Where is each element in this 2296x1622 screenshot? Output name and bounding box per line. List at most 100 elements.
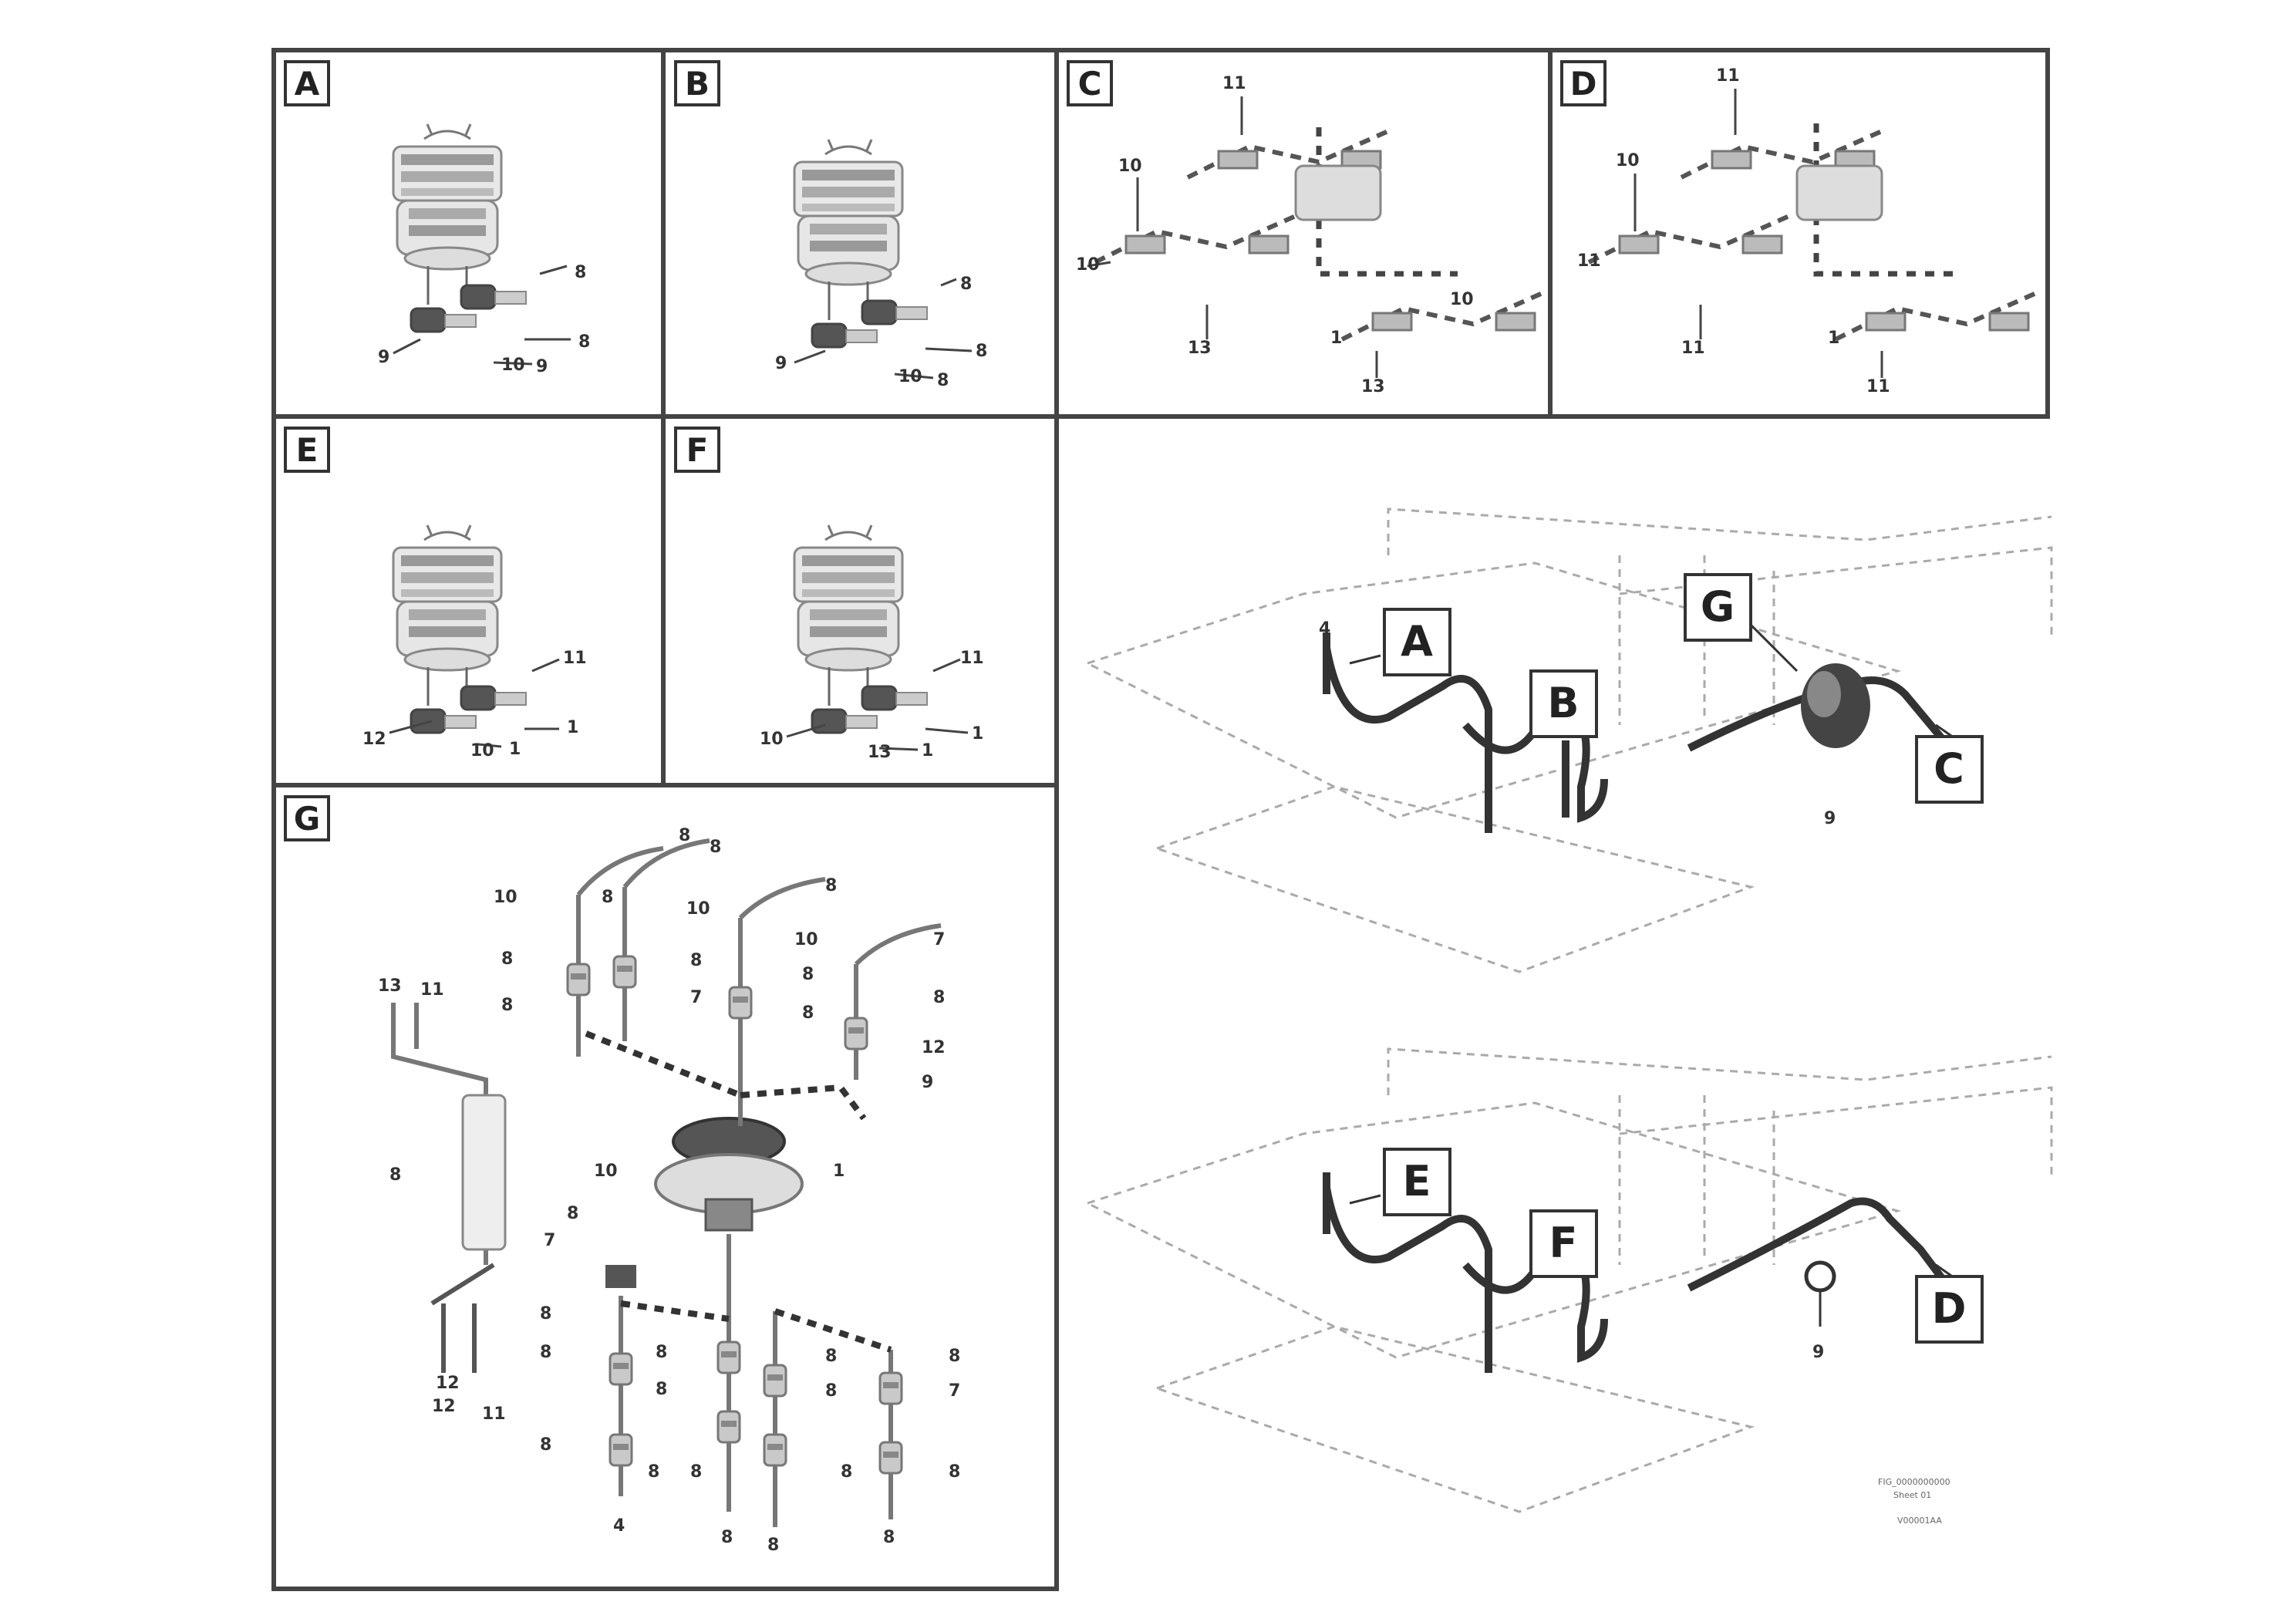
overview-bottom-label-d: D [1932,1284,1967,1333]
callout-g-42: 8 [721,1528,733,1547]
callout-g-31: 8 [656,1380,667,1399]
panel-g-label: G [294,800,320,838]
callout-e-2: 12 [362,730,386,749]
callout-c-7: 1 [1330,329,1342,348]
callout-g-30: 8 [949,1347,960,1366]
callout-d-3: 11 [1681,339,1705,358]
overview-bottom-label-f: F [1549,1219,1578,1267]
callout-g-38: 8 [690,1462,702,1482]
callout-c-4: 13 [1361,377,1385,396]
callout-g-24: 7 [544,1231,555,1250]
callout-f-2: 10 [760,730,784,749]
callout-g-36: 8 [540,1435,551,1455]
overview-bottom-label-e: E [1403,1157,1431,1206]
panel-g: G 8 8 10 8 10 8 7 8 10 8 13 8 8 [284,795,960,1555]
panel-b: B 8 9 10 8 8 [674,60,987,390]
callout-a-5: 8 [578,332,590,352]
callout-g-39: 8 [841,1462,852,1482]
reference-line-1: FIG_0000000000 [1878,1477,1950,1487]
panel-frames [271,48,2050,1591]
callout-e-1: 11 [563,649,587,668]
callout-g-40: 8 [949,1462,960,1482]
callout-a-2: 9 [378,348,389,367]
callout-b-2: 9 [775,354,787,373]
overview-bottom: E F D 9 [1084,1047,2053,1513]
callout-g-4: 8 [602,888,613,907]
callout-e-3: 1 [567,718,578,737]
reference-code: V00001AA [1897,1516,1942,1526]
callout-g-28: 8 [656,1343,667,1362]
panel-e: E 11 12 1 10 1 [284,427,587,760]
callout-f-3: 1 [972,724,983,744]
overview-top-label-a: A [1401,617,1433,666]
overview-top-number-2: 9 [1824,809,1836,828]
callout-g-26: 8 [540,1304,551,1324]
callout-g-16: 8 [933,988,945,1007]
callout-d-1: 11 [1716,66,1740,86]
reference-stamp: FIG_0000000000 Sheet 01 V00001AA [1878,1477,1950,1526]
panel-a: A 8 9 10 9 8 [284,60,590,376]
overview-bottom-number-1: 9 [1812,1343,1824,1362]
callout-c-3: 13 [1188,339,1212,358]
panel-d: D 11 10 11 11 1 11 [1560,60,2036,396]
panel-c-label: C [1078,65,1102,103]
callout-g-23: 8 [567,1204,578,1223]
overview-top-label-b: B [1547,679,1579,727]
callout-e-4: 10 [470,741,494,760]
callout-c-5: 10 [1076,255,1100,275]
callout-g-19: 9 [922,1073,933,1092]
callout-g-41: 4 [613,1516,625,1536]
callout-g-29: 8 [825,1347,837,1366]
callout-d-5: 1 [1828,329,1839,348]
reference-line-2: Sheet 01 [1893,1490,1931,1500]
callout-g-3: 10 [494,888,518,907]
overview-top-number-1: 4 [1319,619,1330,639]
callout-b-3: 10 [899,367,922,386]
callout-g-8: 8 [501,949,513,969]
panel-e-label: E [296,431,319,469]
overview-top: A B G C 4 9 [1084,508,2053,973]
callout-g-34: 12 [432,1397,456,1416]
callout-g-21: 1 [833,1162,845,1181]
callout-b-4: 8 [976,342,987,361]
callout-g-43: 8 [767,1536,779,1555]
callout-f-4: 13 [868,743,892,762]
callout-c-2: 10 [1118,157,1142,176]
callout-g-5: 10 [686,899,710,919]
callout-g-9: 10 [794,930,818,949]
panel-c: C 11 10 13 13 10 10 1 [1067,60,1542,396]
callout-a-4: 9 [536,357,548,376]
panel-f-label: F [686,431,709,469]
callout-c-1: 11 [1222,74,1246,93]
panel-f: F 11 10 1 13 1 [674,427,984,762]
overview-top-label-c: C [1934,744,1964,793]
callout-g-6: 8 [825,876,837,895]
callout-a-3: 10 [501,356,525,375]
callout-g-20: 8 [389,1165,401,1185]
panel-b-label: B [685,65,710,103]
callout-g-18: 11 [420,980,444,1000]
callout-g-17: 12 [922,1038,946,1057]
callout-g-27: 8 [540,1343,551,1362]
callout-g-14: 7 [690,988,702,1007]
panel-d-label: D [1570,65,1597,103]
callout-d-4: 11 [1866,377,1890,396]
callout-d-2: 10 [1616,151,1640,170]
overview-top-label-g: G [1701,582,1735,631]
callout-c-6: 10 [1450,290,1474,309]
callout-g-11: 13 [378,976,402,996]
callout-g-22: 10 [594,1162,618,1181]
callout-g-1: 8 [679,826,690,845]
callout-g-10: 8 [690,951,702,970]
callout-f-5: 1 [922,741,933,760]
callout-g-33: 7 [949,1381,960,1401]
callout-g-15: 8 [802,1003,814,1023]
callout-g-12: 8 [802,965,814,984]
callout-d-6: 11 [1577,251,1601,271]
callout-a-1: 8 [575,263,586,282]
callout-g-2: 8 [710,838,721,857]
callout-e-5: 1 [509,740,521,759]
callout-g-32: 8 [825,1381,837,1401]
callout-f-1: 11 [960,649,984,668]
